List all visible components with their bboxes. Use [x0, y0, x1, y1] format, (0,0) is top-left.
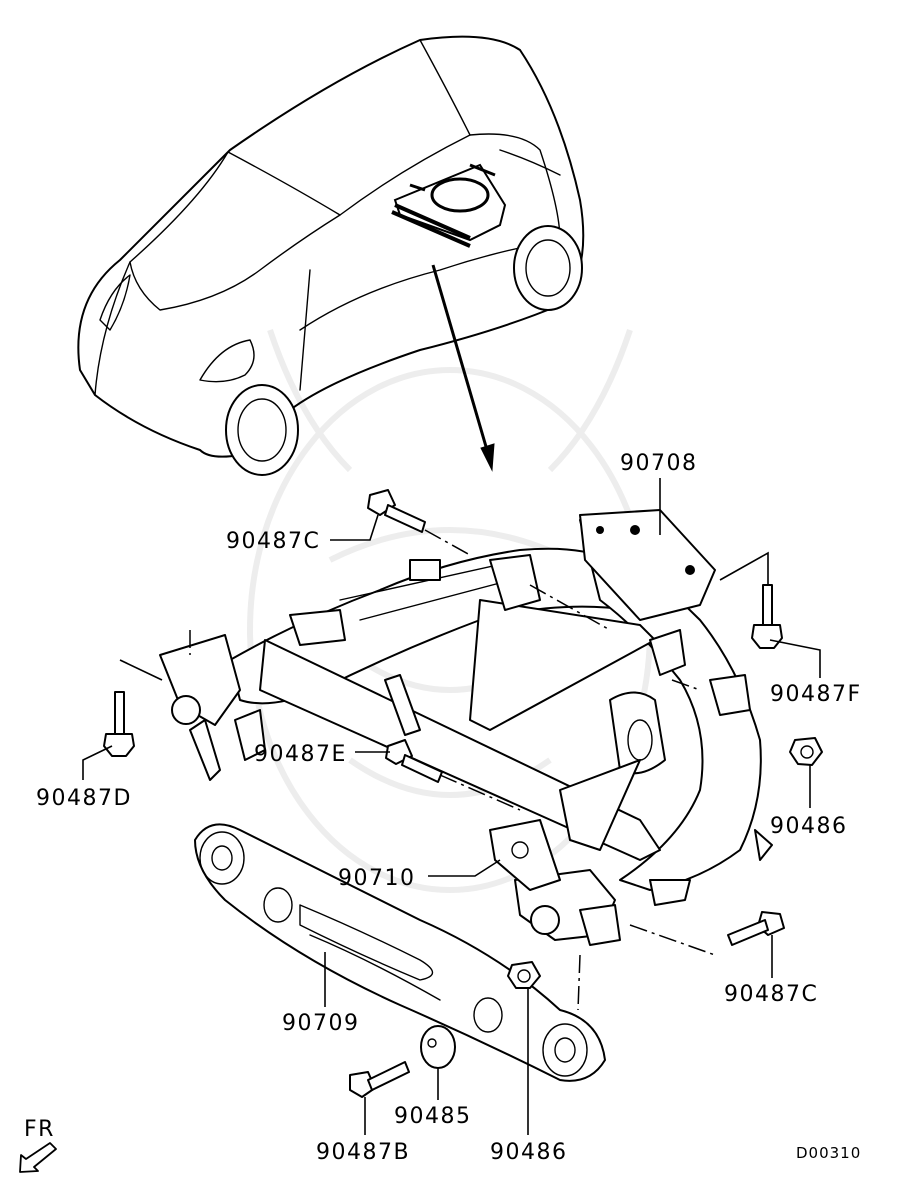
label-90708: 90708 [620, 451, 698, 476]
lower-arm [194, 823, 606, 1082]
bolt-90487f [751, 584, 783, 649]
subframe-location-highlight [391, 163, 507, 248]
leader-lines [82, 478, 821, 1135]
front-direction-indicator: FR [19, 1117, 57, 1173]
bolt-90487c-bottom [727, 911, 785, 946]
location-arrow [431, 264, 495, 472]
nut-90486-bottom [507, 961, 541, 989]
label-90485: 90485 [394, 1104, 472, 1129]
label-90487c-bottom: 90487C [724, 982, 818, 1007]
front-arrow-icon [19, 1142, 57, 1173]
diagram-code: D00310 [796, 1144, 861, 1162]
label-90487c-top: 90487C [226, 529, 320, 554]
vehicle-outline [77, 35, 585, 476]
front-indicator-label: FR [24, 1117, 55, 1142]
bolt-90487c-top [367, 489, 426, 533]
label-90709: 90709 [282, 1011, 360, 1036]
label-90710: 90710 [338, 866, 416, 891]
label-90487e: 90487E [254, 742, 347, 767]
label-90487f: 90487F [770, 682, 862, 707]
label-90487b: 90487B [316, 1140, 410, 1165]
bolt-90487e [385, 739, 443, 783]
label-90487d: 90487D [36, 786, 132, 811]
bolt-90487b [349, 1061, 410, 1098]
nut-90486-right [789, 737, 823, 766]
crossmember-frame [159, 509, 773, 946]
label-90486-right: 90486 [770, 814, 848, 839]
alignment-lines [189, 529, 716, 1011]
washer-90485 [420, 1025, 456, 1069]
label-90486-bottom: 90486 [490, 1140, 568, 1165]
bolt-90487d [103, 691, 135, 757]
